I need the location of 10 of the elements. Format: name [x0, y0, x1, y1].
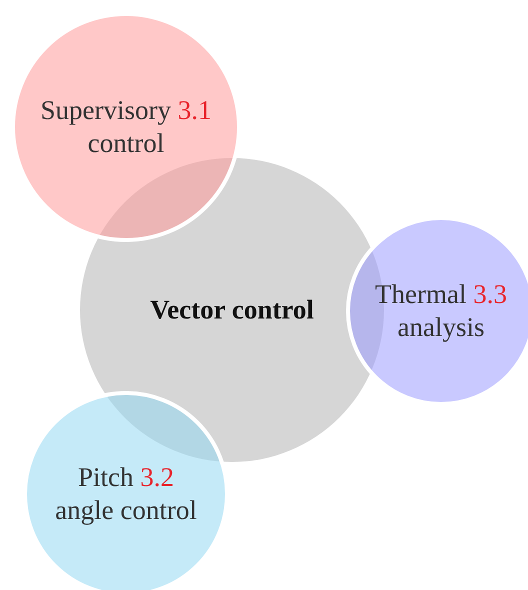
- section-number: 3.2: [140, 462, 174, 492]
- topic-label: Thermal: [375, 279, 466, 309]
- topic-label: analysis: [398, 312, 484, 342]
- topic-label: control: [88, 128, 164, 158]
- topic-label: Pitch: [78, 462, 134, 492]
- topic-label: Vector control: [150, 294, 314, 324]
- topic-label: Supervisory: [40, 95, 171, 125]
- topic-label: angle control: [55, 495, 197, 525]
- section-number: 3.3: [473, 279, 507, 309]
- section-number: 3.1: [178, 95, 212, 125]
